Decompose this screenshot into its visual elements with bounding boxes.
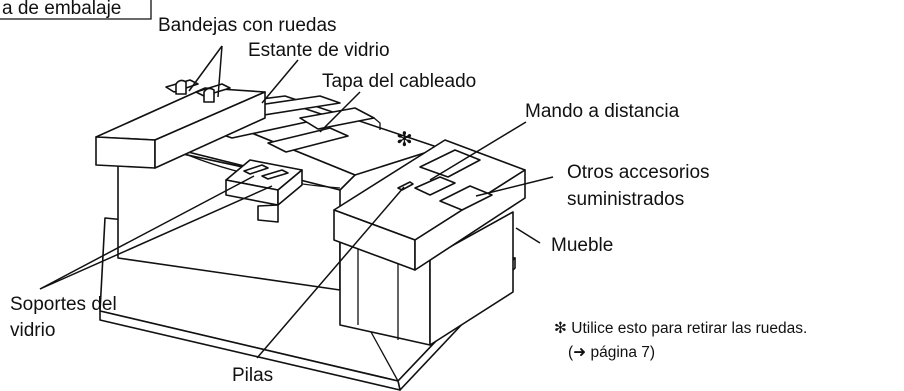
footnote: ✻ Utilice esto para retirar las ruedas. …: [554, 320, 807, 361]
label-wiring-cover: Tapa del cableado: [322, 71, 476, 92]
label-remote-control: Mando a distancia: [525, 101, 680, 122]
leader-trays-left: [188, 45, 223, 92]
label-glass-shelf: Estante de vidrio: [248, 40, 390, 61]
packing-illustration: [95, 79, 526, 391]
wiring-cover: [267, 107, 381, 153]
packing-material-text: a de embalaje: [2, 0, 121, 19]
leader-cabinet: [515, 227, 541, 244]
leader-wiring-cover: [319, 91, 361, 133]
asterisk-mark: ✻: [396, 129, 413, 151]
leader-trays-right: [217, 45, 223, 98]
label-batteries: Pilas: [232, 365, 273, 386]
label-other-accessories-line2: suministrados: [567, 189, 684, 210]
right-end-cushion: [333, 139, 526, 271]
packing-material-label: a de embalaje: [0, 0, 152, 20]
label-glass-supports-line1: Soportes del: [10, 294, 117, 315]
label-cabinet: Mueble: [551, 235, 613, 256]
diagram-labels: Bandejas con ruedas Estante de vidrio Ta…: [10, 15, 710, 386]
left-end-cushion: [95, 79, 266, 169]
leader-accessories: [475, 176, 554, 197]
leader-supports-b: [39, 185, 273, 290]
leader-lines: [39, 45, 554, 359]
leader-batteries: [256, 186, 405, 359]
label-other-accessories-line1: Otros accesorios: [567, 162, 710, 183]
cabinet-body: [117, 139, 514, 346]
footnote-line1: ✻ Utilice esto para retirar las ruedas.: [554, 320, 807, 337]
label-trays-with-wheels: Bandejas con ruedas: [158, 15, 337, 36]
footnote-line2: (➜ página 7): [568, 344, 655, 361]
glass-supports: [225, 159, 303, 223]
leader-remote-control: [429, 121, 527, 181]
label-glass-supports-line2: vidrio: [10, 320, 55, 341]
leader-glass-shelf: [261, 59, 299, 104]
leader-supports-a: [39, 175, 255, 290]
